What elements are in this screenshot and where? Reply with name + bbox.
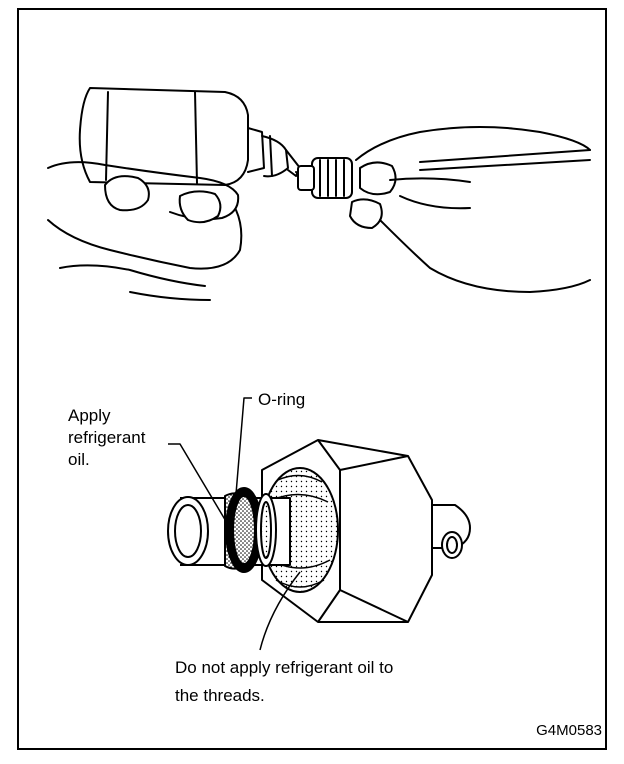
- pipe-fitting-o-ring-icon: [167, 397, 471, 651]
- hands-applying-oil-icon: [47, 87, 591, 301]
- figure-code: G4M0583: [536, 722, 602, 739]
- figure-frame: [17, 8, 607, 750]
- o-ring-label: O-ring: [258, 390, 306, 409]
- apply-oil-label: Apply refrigerant oil.: [68, 406, 146, 469]
- threads-note-label: Do not apply refrigerant oil to the thre…: [175, 658, 394, 705]
